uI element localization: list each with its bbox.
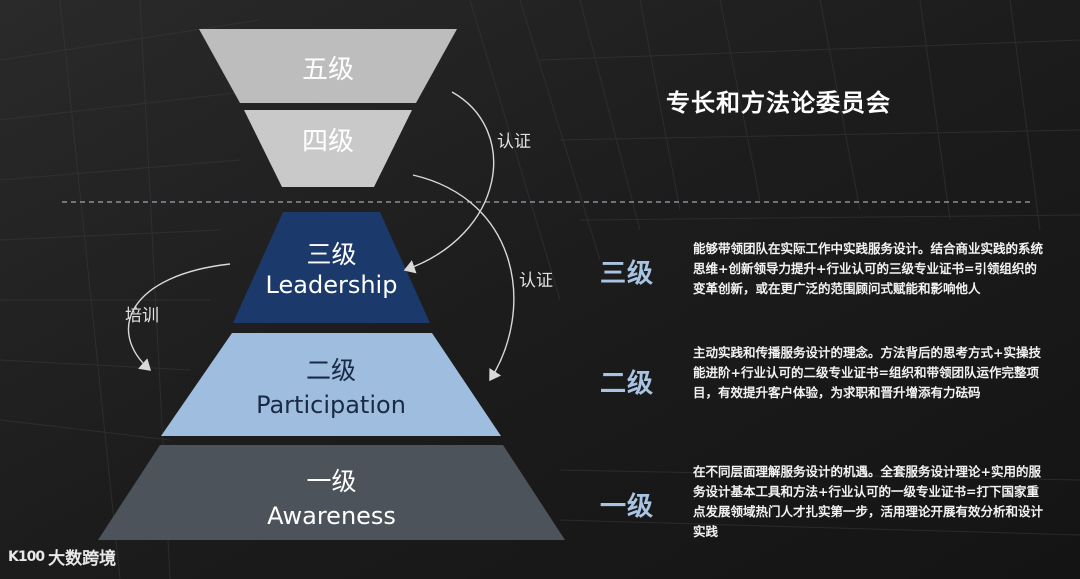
tier-shape-level3 xyxy=(233,212,430,323)
level-desc-3: 能够带领团队在实际工作中实践服务设计。结合商业实践的系统思维+创新领导力提升+行… xyxy=(693,241,1044,296)
tier-label-level1-en: Awareness xyxy=(267,502,396,530)
arrow-training xyxy=(127,263,231,371)
tier-label-level4: 四级 xyxy=(301,127,354,157)
level-tag-1: 一级 xyxy=(600,492,655,522)
arrow-label-training: 培训 xyxy=(125,306,159,326)
tier-label-level3: 三级 Leadership xyxy=(233,240,430,300)
tier-shape-level2 xyxy=(161,333,501,436)
tier-label-level3-cn: 三级 xyxy=(306,240,357,269)
logo-text: 大数跨境 xyxy=(48,549,117,569)
level-desc-1: 在不同层面理解服务设计的机遇。全套服务设计理论+实用的服务设计基本工具和方法+行… xyxy=(693,464,1044,539)
level-tag-3: 三级 xyxy=(600,259,655,289)
page-title: 专长和方法论委员会 xyxy=(666,89,891,117)
level-desc-2: 主动实践和传播服务设计的理念。方法背后的思考方式+实操技能进阶+行业认可的二级专… xyxy=(693,345,1041,400)
tier-label-level2-cn: 二级 xyxy=(305,356,356,385)
arrow-label-cert-top: 认证 xyxy=(497,132,531,152)
tier-label-level1-cn: 一级 xyxy=(306,467,357,496)
brand-logo: K100 大数跨境 xyxy=(8,544,117,570)
arrow-cert-top xyxy=(403,91,495,274)
tier-shape-level5 xyxy=(199,29,457,103)
arrow-cert-mid xyxy=(412,174,515,382)
tier-shape-level1 xyxy=(98,445,565,540)
tier-label-level2-en: Participation xyxy=(256,391,406,419)
tier-label-level3-en: Leadership xyxy=(265,271,398,299)
tier-label-level5: 五级 xyxy=(301,55,354,85)
logo-mark: K100 xyxy=(8,548,45,565)
arrow-label-cert-mid: 认证 xyxy=(519,271,553,291)
tier-label-level2: 二级 Participation xyxy=(161,354,501,422)
tier-shape-level4 xyxy=(244,110,412,187)
tier-label-level1: 一级 Awareness xyxy=(98,465,565,533)
level-tag-2: 二级 xyxy=(600,369,655,399)
